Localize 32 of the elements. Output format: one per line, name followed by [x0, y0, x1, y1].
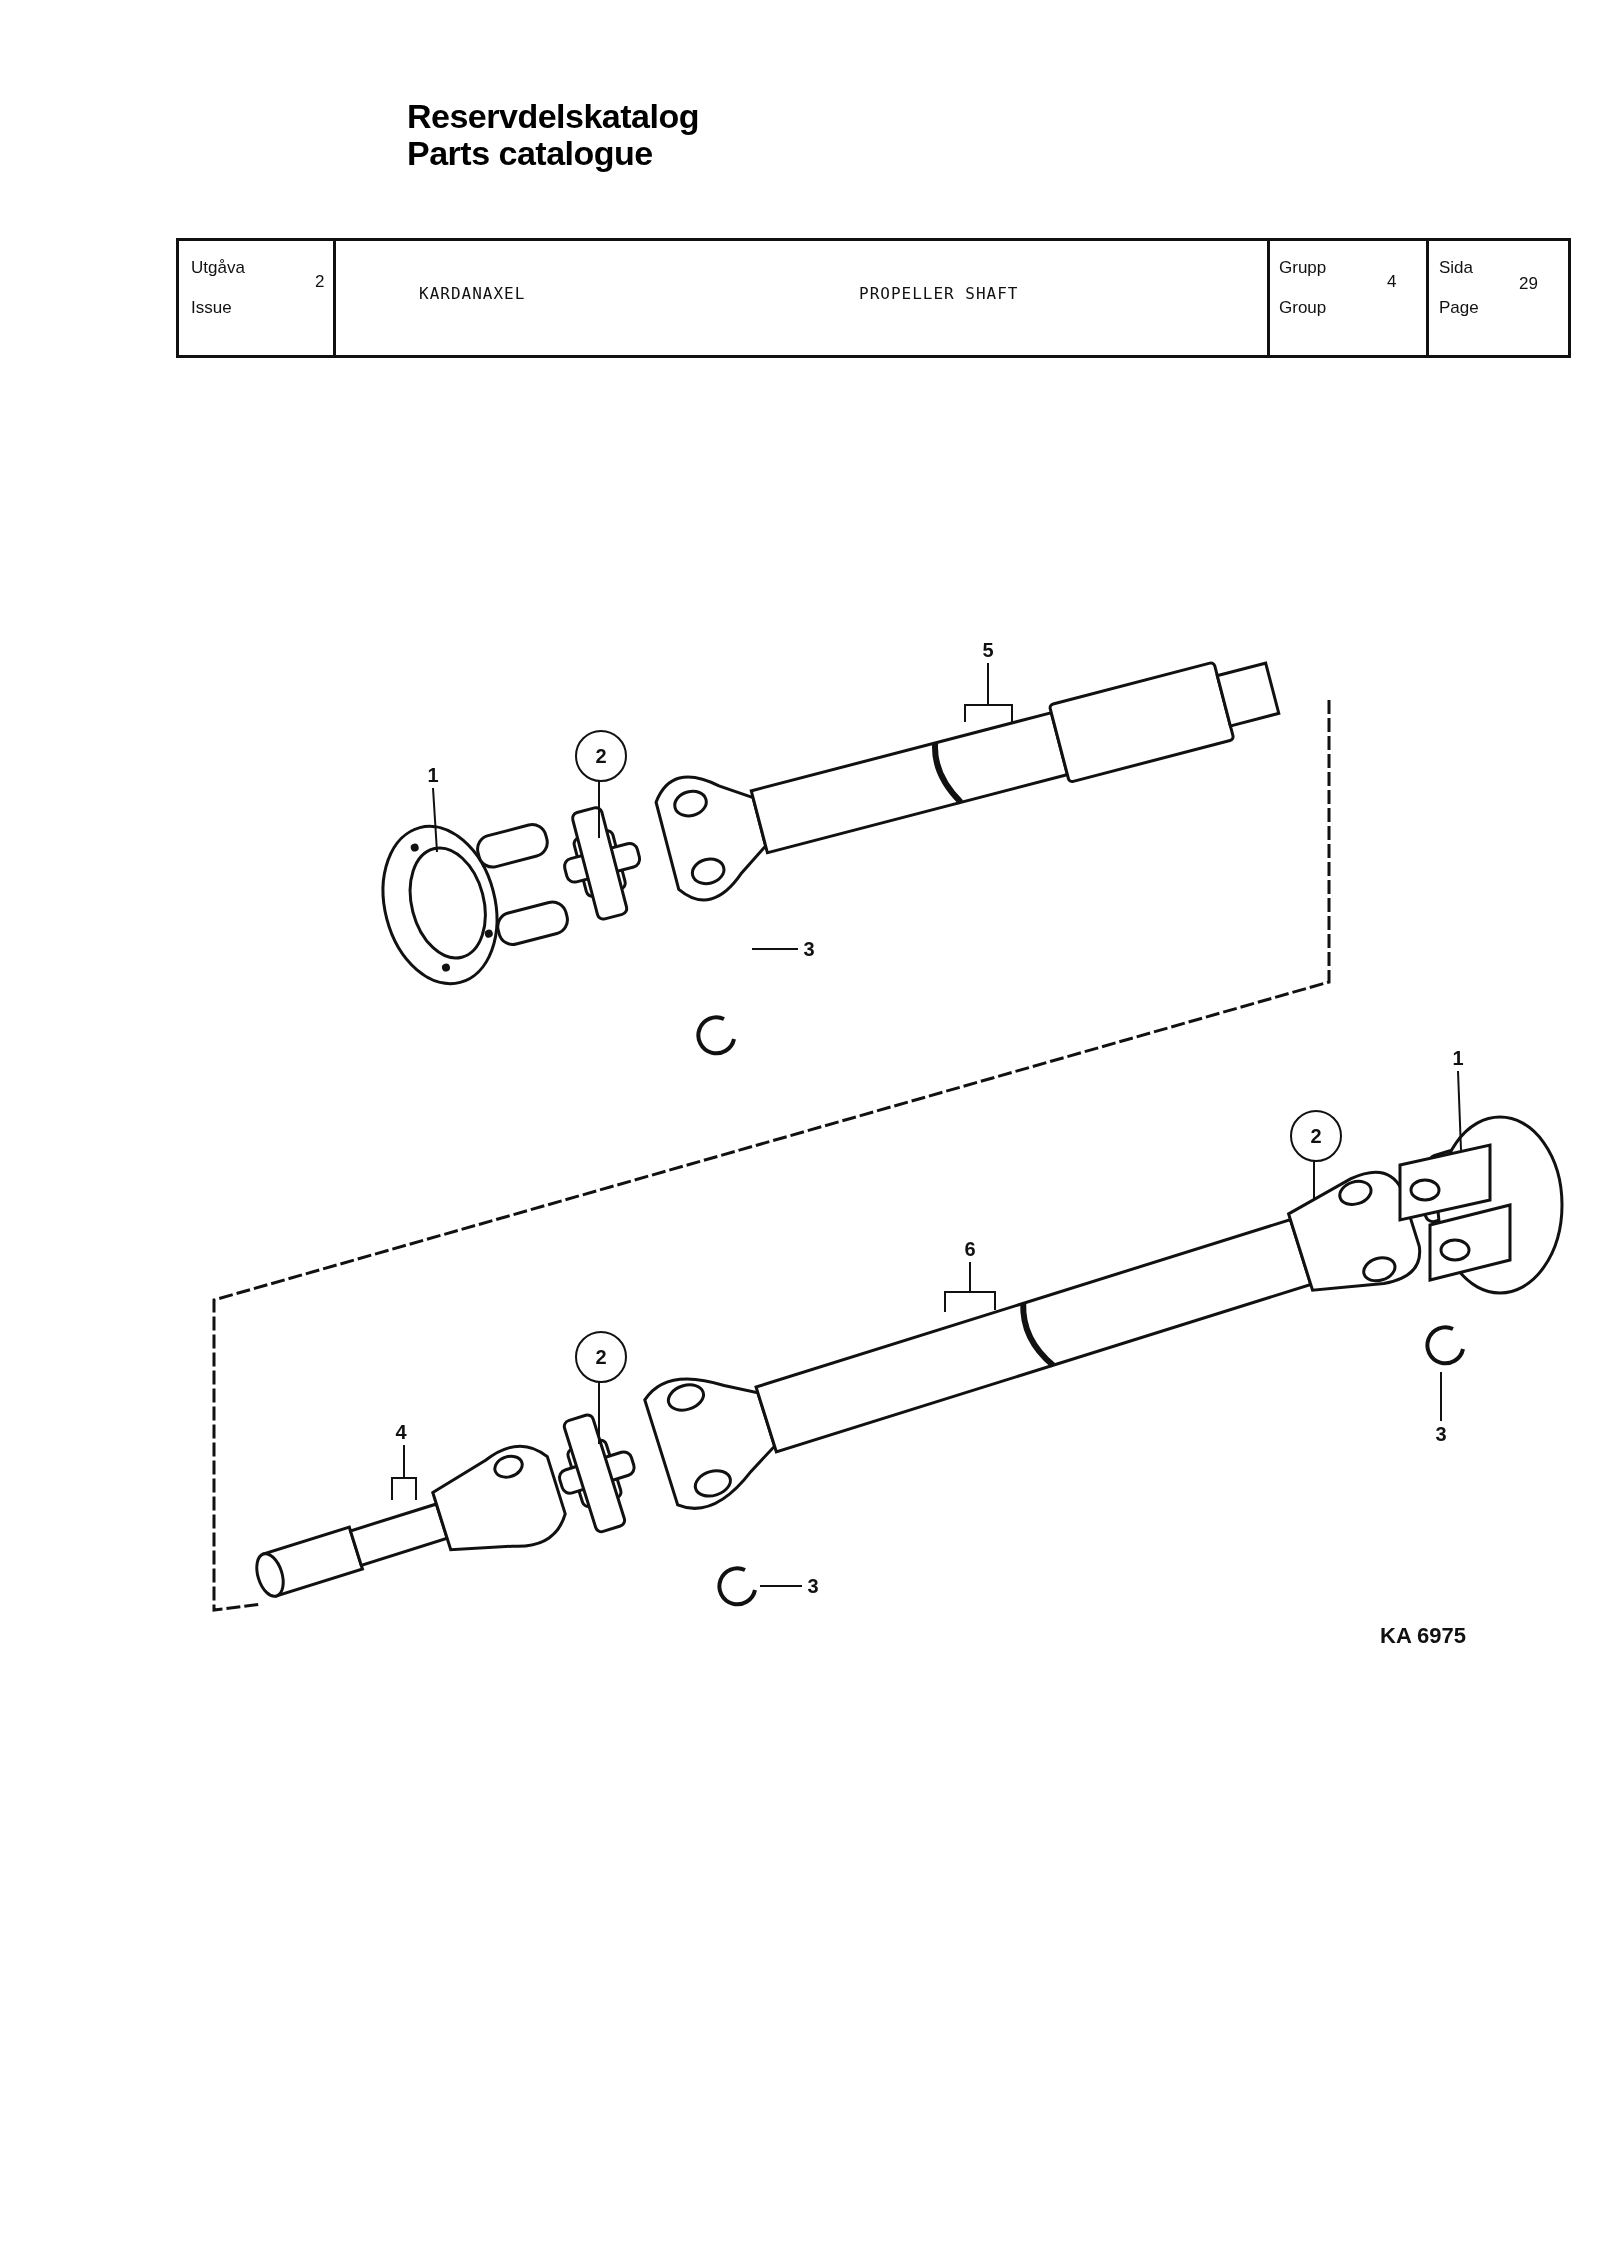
circled-callout-number: 2	[1290, 1110, 1342, 1162]
leader-line	[751, 948, 799, 950]
callout-number: 3	[798, 936, 820, 962]
table-heading: PROPELLER SHAFT	[859, 285, 1019, 303]
table-label: Issue	[191, 299, 232, 318]
callout-number: 5	[977, 637, 999, 663]
table-heading: KARDANAXEL	[419, 285, 526, 303]
table-label: Grupp	[1279, 259, 1327, 278]
leader-line	[964, 662, 1013, 723]
circled-callout-number: 2	[575, 1331, 627, 1383]
table-label: Sida	[1439, 259, 1474, 278]
catalogue-title: Reservdelskatalog Parts catalogue	[407, 98, 700, 173]
table-value: 29	[1519, 275, 1538, 294]
leader-line	[391, 1444, 417, 1501]
callout-number: 6	[959, 1236, 981, 1262]
leader-line	[1440, 1371, 1442, 1422]
leader-line	[432, 787, 438, 853]
drawing-number: KA 6975	[1380, 1624, 1466, 1649]
circled-callout-number: 2	[575, 730, 627, 782]
callout-number: 4	[390, 1419, 412, 1445]
leader-line	[944, 1261, 996, 1313]
callout-number: 3	[1430, 1421, 1452, 1447]
callout-number: 1	[422, 762, 444, 788]
table-value: 2	[315, 273, 325, 292]
table-value: 4	[1387, 273, 1397, 292]
leader-line	[759, 1585, 803, 1587]
callout-number: 3	[802, 1573, 824, 1599]
table-label: Page	[1439, 299, 1479, 318]
table-label: Utgåva	[191, 259, 245, 278]
leader-line	[1457, 1070, 1462, 1151]
callout-number: 1	[1447, 1045, 1469, 1071]
table-label: Group	[1279, 299, 1327, 318]
